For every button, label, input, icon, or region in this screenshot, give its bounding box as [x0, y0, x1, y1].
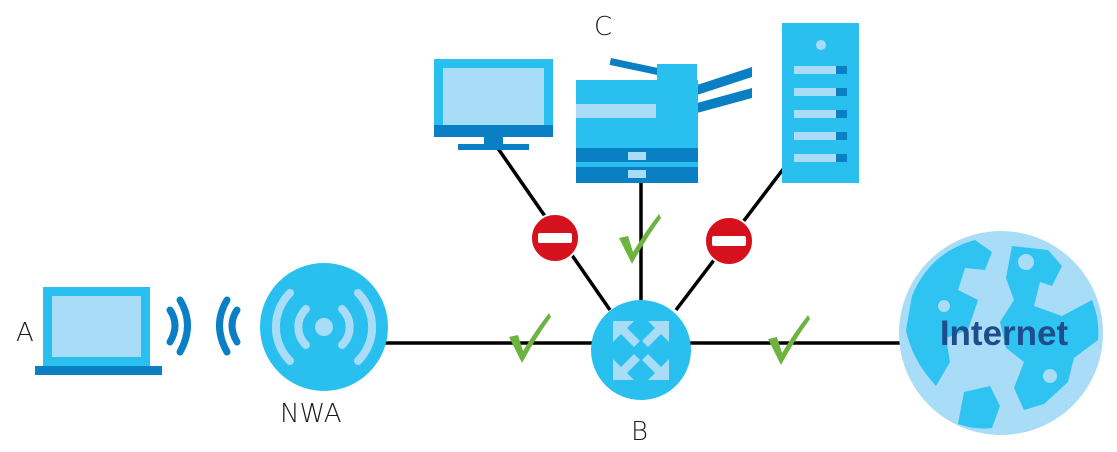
check-icon-printer-link — [619, 214, 661, 264]
label-nwa: NWA — [280, 399, 342, 429]
label-c: C — [594, 12, 612, 42]
printer-icon — [576, 58, 752, 183]
label-a: A — [16, 318, 34, 348]
blocked-icon-monitor-link — [530, 213, 580, 263]
blocked-icon-server-link — [704, 216, 754, 266]
router-icon — [591, 300, 691, 400]
internet-label: Internet — [940, 314, 1069, 353]
laptop-icon — [35, 287, 162, 375]
check-icon-internet-link — [768, 315, 810, 365]
check-icon-nwa-link — [509, 313, 551, 363]
monitor-icon — [434, 59, 553, 150]
globe-icon — [899, 231, 1103, 435]
wireless-signal-icon — [166, 296, 241, 356]
server-icon — [782, 23, 859, 183]
access-point-icon — [260, 263, 388, 391]
label-b: B — [631, 417, 648, 447]
